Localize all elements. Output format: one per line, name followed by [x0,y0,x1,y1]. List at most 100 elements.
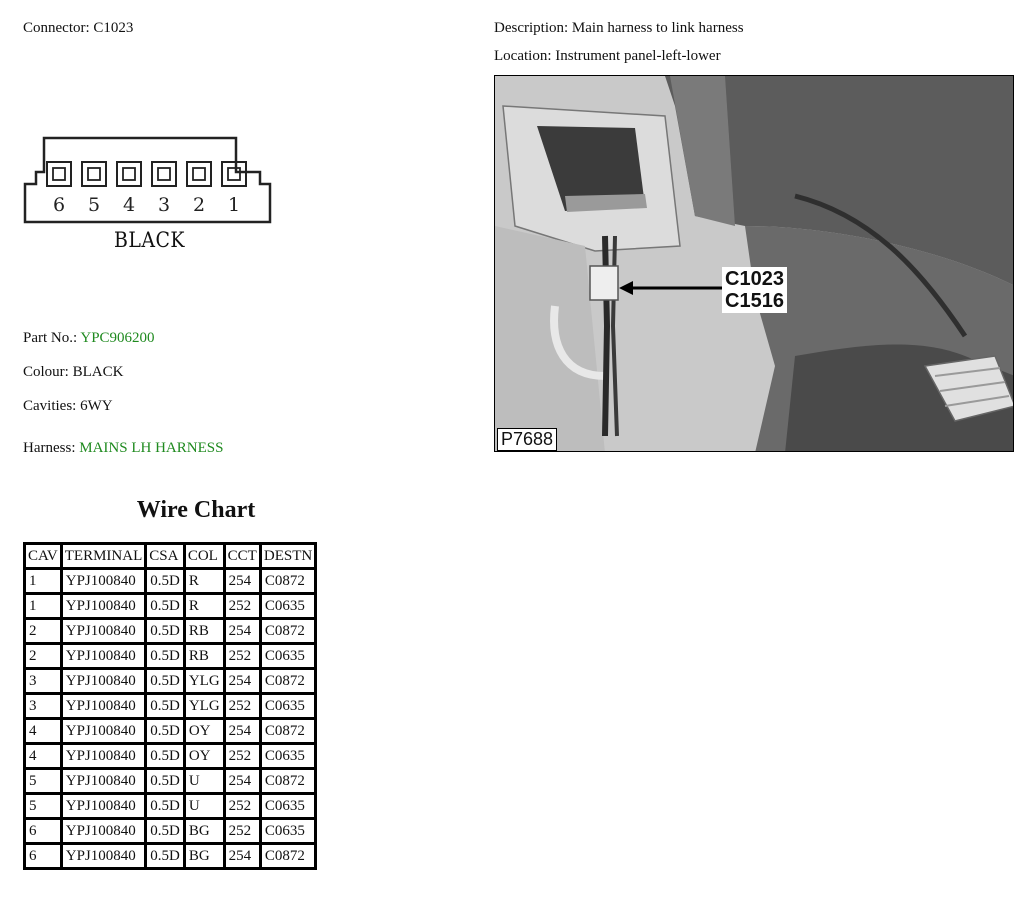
cell-csa: 0.5D [147,570,183,592]
connector-outline [23,136,272,224]
wire-chart-title: Wire Chart [136,497,256,523]
cell-cct: 254 [225,845,259,867]
cell-csa: 0.5D [147,745,183,767]
cell-cct: 254 [225,770,259,792]
pin-cavity-5 [81,161,107,187]
cell-terminal: YPJ100840 [62,795,145,817]
cell-terminal: YPJ100840 [62,570,145,592]
wire-chart-header-row: CAV TERMINAL CSA COL CCT DESTN [26,545,315,567]
harness-link[interactable]: MAINS LH HARNESS [79,440,224,456]
column-header-csa: CSA [147,545,183,567]
cell-csa: 0.5D [147,670,183,692]
dashboard-illustration [495,76,1013,451]
cell-col: RB [185,620,223,642]
location-photo [494,75,1014,452]
description-value: Main harness to link harness [571,20,744,36]
pin-cavity-3 [151,161,177,187]
cell-cav: 6 [26,820,60,842]
cell-cav: 3 [26,670,60,692]
part-number-label: Part No.: [23,330,78,346]
cell-col: OY [185,745,223,767]
cell-cct: 254 [225,620,259,642]
cell-col: YLG [185,670,223,692]
pin-cavity-inner-1 [227,167,241,181]
cell-cct: 254 [225,720,259,742]
pin-cavity-inner-2 [192,167,206,181]
cell-terminal: YPJ100840 [62,670,145,692]
column-header-destn: DESTN [261,545,315,567]
pin-cavity-1 [221,161,247,187]
pin-cavity-inner-5 [87,167,101,181]
cell-cct: 252 [225,820,259,842]
cell-cav: 1 [26,595,60,617]
pin-number-2: 2 [193,194,205,216]
cell-destn: C0635 [261,595,315,617]
location-line: Location: Instrument panel-left-lower [494,48,721,65]
cell-destn: C0872 [261,570,315,592]
cell-csa: 0.5D [147,645,183,667]
callout-line-1: C1023 [725,268,784,290]
cell-cav: 2 [26,645,60,667]
cell-csa: 0.5D [147,695,183,717]
cell-destn: C0635 [261,745,315,767]
cell-terminal: YPJ100840 [62,845,145,867]
part-number-link[interactable]: YPC906200 [80,330,155,346]
column-header-cav: CAV [26,545,60,567]
cell-terminal: YPJ100840 [62,820,145,842]
cell-csa: 0.5D [147,770,183,792]
cell-col: R [185,595,223,617]
location-value: Instrument panel-left-lower [555,48,721,64]
cell-destn: C0635 [261,795,315,817]
cell-csa: 0.5D [147,595,183,617]
pin-cavity-4 [116,161,142,187]
cell-cct: 252 [225,645,259,667]
cell-destn: C0635 [261,645,315,667]
photo-reference-code: P7688 [497,428,558,451]
cell-cct: 252 [225,745,259,767]
cell-col: OY [185,720,223,742]
cell-cct: 252 [225,695,259,717]
cell-csa: 0.5D [147,620,183,642]
cavities-line: Cavities: 6WY [23,398,113,415]
cell-col: R [185,570,223,592]
description-label: Description: [494,20,569,36]
cell-cct: 254 [225,670,259,692]
pinout-colour-label: BLACK [114,228,185,252]
cell-cav: 5 [26,795,60,817]
cell-csa: 0.5D [147,845,183,867]
cell-col: BG [185,820,223,842]
cavities-value: 6WY [80,398,113,414]
colour-line: Colour: BLACK [23,364,123,381]
pin-cavity-inner-6 [52,167,66,181]
cell-destn: C0872 [261,620,315,642]
connector-label: Connector: [23,20,90,36]
cell-cct: 252 [225,595,259,617]
cell-destn: C0872 [261,770,315,792]
cell-cct: 254 [225,570,259,592]
pin-number-1: 1 [228,194,240,216]
cell-cav: 2 [26,620,60,642]
cell-destn: C0635 [261,695,315,717]
cell-destn: C0872 [261,845,315,867]
cell-destn: C0872 [261,720,315,742]
cell-cct: 252 [225,795,259,817]
cell-csa: 0.5D [147,720,183,742]
column-header-cct: CCT [225,545,259,567]
location-label: Location: [494,48,552,64]
pin-cavity-inner-3 [157,167,171,181]
cell-terminal: YPJ100840 [62,770,145,792]
cell-csa: 0.5D [147,795,183,817]
pin-cavity-2 [186,161,212,187]
